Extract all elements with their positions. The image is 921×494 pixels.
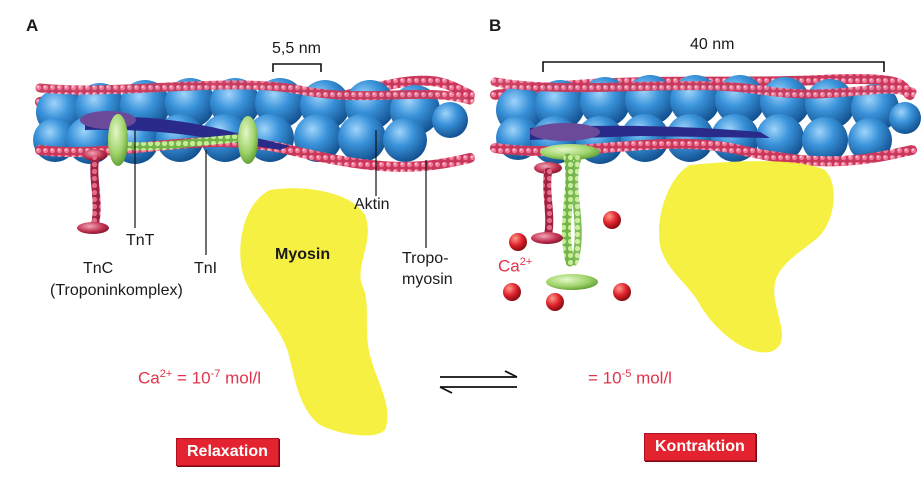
actin-filament-b: [496, 75, 921, 164]
relaxation-badge: Relaxation: [176, 438, 279, 466]
tropomyosin-strand-b2: [490, 77, 917, 99]
panel-a: [33, 63, 475, 436]
panel-b-letter: B: [489, 16, 502, 35]
calcium-ion: [509, 233, 527, 251]
calcium-ions: [503, 211, 631, 311]
label-troponinkomplex: (Troponinkomplex): [50, 282, 183, 299]
label-tnc: TnC: [83, 260, 114, 277]
calcium-concentration-relaxation: Ca2+ = 10-7 mol/l: [138, 368, 261, 388]
myosin-head-b: [659, 161, 834, 353]
calcium-ion: [503, 283, 521, 301]
label-tni: TnI: [194, 260, 218, 277]
scale-bar-b: [542, 61, 885, 72]
calcium-ion: [546, 293, 564, 311]
calcium-ion: [603, 211, 621, 229]
label-tropo-line1: Tropo-: [402, 250, 449, 267]
calcium-ion: [613, 283, 631, 301]
scale-label-b: 40 nm: [690, 36, 735, 53]
label-tnt: TnT: [126, 232, 155, 249]
scale-label-a: 5,5 nm: [272, 40, 321, 57]
equilibrium-arrows: [439, 370, 518, 394]
panel-b: [490, 61, 921, 353]
label-tropo-line2: myosin: [402, 271, 453, 288]
label-myosin: Myosin: [275, 246, 331, 263]
troponin-complex-a: [77, 111, 290, 234]
tropomyosin-strand-a2: [35, 80, 475, 105]
scale-bar-a: [272, 63, 322, 72]
panel-a-letter: A: [26, 16, 39, 35]
label-aktin: Aktin: [354, 196, 390, 213]
contraction-badge: Kontraktion: [644, 433, 756, 461]
calcium-concentration-contraction: = 10-5 mol/l: [588, 368, 672, 388]
myosin-head-a: [240, 188, 388, 436]
troponin-complex-b: [530, 123, 770, 290]
calcium-label-b: Ca2+: [498, 256, 533, 276]
